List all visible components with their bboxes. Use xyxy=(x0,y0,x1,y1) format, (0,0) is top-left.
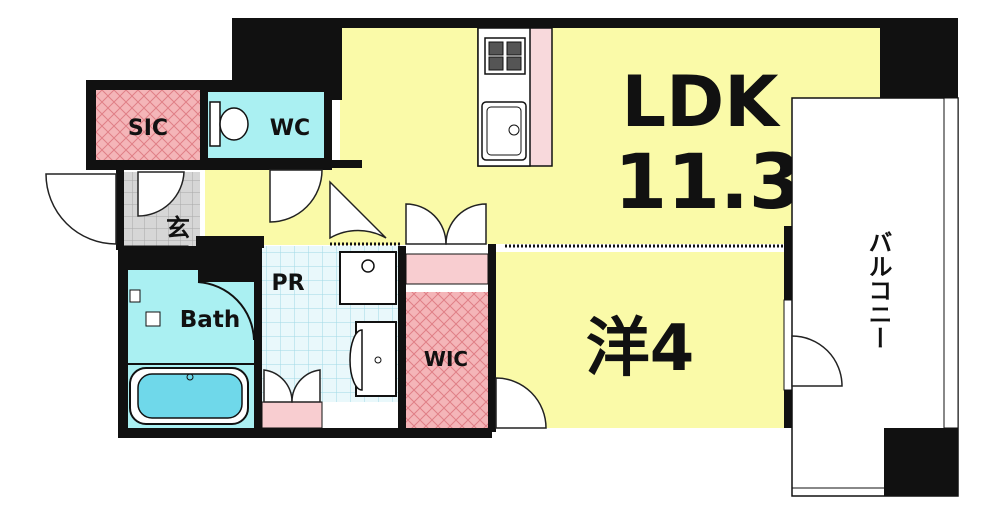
kitchen-sink-icon xyxy=(481,101,527,161)
washing-machine-icon xyxy=(339,251,397,305)
ldk-room xyxy=(340,28,880,244)
wall-stub-ldk xyxy=(322,160,362,168)
toilet-icon xyxy=(209,101,249,147)
pr-entry-door xyxy=(329,180,387,240)
western-room-door xyxy=(495,377,547,429)
gas-stove-icon xyxy=(484,37,526,75)
ldk-size: 11.3 xyxy=(614,137,802,226)
entrance-door xyxy=(45,173,117,245)
balcony-rail xyxy=(943,97,959,429)
genkan-wall-left xyxy=(116,170,124,250)
pr-door-right xyxy=(291,369,321,403)
wc-door xyxy=(269,169,323,223)
washbasin-icon xyxy=(349,321,397,397)
balcony-label: バルコニー xyxy=(864,230,892,350)
pr-wall-bottom xyxy=(118,428,492,438)
wall-ldk-western xyxy=(488,244,496,432)
pr-label: PR xyxy=(271,271,304,296)
genkan-label: 玄 xyxy=(166,214,190,242)
wall-pillar-right xyxy=(880,18,958,98)
sic-label: SIC xyxy=(128,116,168,141)
western-window xyxy=(783,299,793,391)
shower-icon xyxy=(129,289,161,327)
wic-step xyxy=(405,253,489,285)
western-room-label: 洋4 xyxy=(586,312,695,386)
bath-upper xyxy=(128,270,198,290)
wic-room xyxy=(406,292,488,428)
pr-step xyxy=(261,401,323,429)
balcony-door xyxy=(791,335,843,387)
wall-corridor-bath xyxy=(196,236,264,248)
western-room xyxy=(496,252,784,428)
wc-label: WC xyxy=(270,116,310,141)
wic-door-right xyxy=(445,203,487,245)
bath-door xyxy=(197,281,255,341)
wall-top xyxy=(342,18,882,28)
bathtub-icon xyxy=(129,367,249,425)
sic-room xyxy=(96,90,200,160)
wall-pillar-bottom-right xyxy=(884,428,958,496)
shoe-closet-door xyxy=(137,171,185,217)
pr-wall-right xyxy=(398,246,406,432)
ldk-label: LDK xyxy=(622,61,782,143)
bath-label: Bath xyxy=(180,307,240,333)
wic-label: WIC xyxy=(424,347,468,371)
